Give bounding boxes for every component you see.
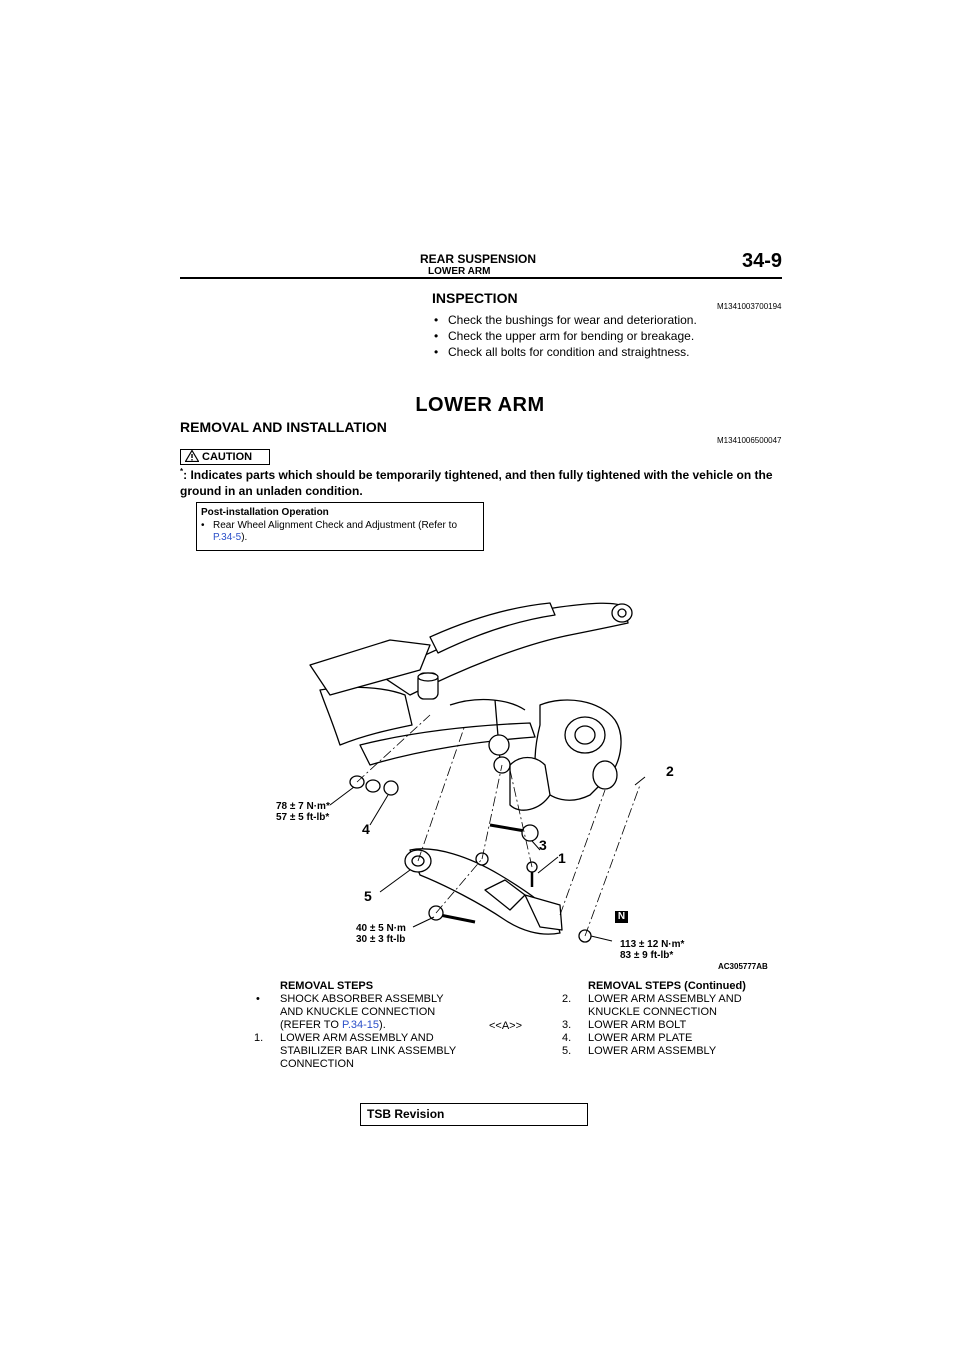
torque-label-2: 40 ± 5 N·m 30 ± 3 ft-lb (356, 923, 406, 945)
steps-heading-continued: REMOVAL STEPS (Continued) (588, 980, 746, 992)
lower-arm-diagram (309, 602, 646, 943)
caution-note: *: Indicates parts which should be tempo… (180, 464, 780, 499)
torque-label-3: 113 ± 12 N·m* 83 ± 9 ft-lb* (620, 939, 684, 961)
post-item-end: ). (241, 532, 248, 543)
step-line: LOWER ARM PLATE (588, 1032, 693, 1044)
torque-label-1: 78 ± 7 N·m* 57 ± 5 ft-lb* (276, 801, 330, 823)
list-item: Check the bushings for wear and deterior… (432, 312, 782, 328)
note-text: : Indicates parts which should be tempor… (180, 468, 773, 498)
post-installation-box: Post-installation Operation • Rear Wheel … (196, 502, 484, 551)
bullet-line: AND KNUCKLE CONNECTION (280, 1006, 436, 1018)
list-item: 5. LOWER ARM ASSEMBLY (562, 1045, 782, 1058)
step-number: 3. (562, 1019, 572, 1031)
step-number: 5. (562, 1045, 572, 1057)
torque-3-imperial: 83 ± 9 ft-lb* (620, 950, 674, 961)
step-number: 2. (562, 993, 572, 1005)
list-item: Check all bolts for condition and straig… (432, 344, 782, 360)
header-rule (180, 277, 782, 279)
removal-heading: REMOVAL AND INSTALLATION (180, 419, 387, 435)
step-number: 4. (562, 1032, 572, 1044)
step-line: LOWER ARM ASSEMBLY (588, 1045, 717, 1057)
list-item: 2. LOWER ARM ASSEMBLY AND KNUCKLE CONNEC… (562, 993, 782, 1019)
list-item: 3. LOWER ARM BOLT (562, 1019, 782, 1032)
post-installation-title: Post-installation Operation (201, 507, 329, 518)
tsb-revision-box: TSB Revision (360, 1103, 588, 1126)
tsb-revision-label: TSB Revision (367, 1107, 445, 1121)
page-number: 34-9 (742, 250, 783, 272)
step-mark: <<A>> (489, 1020, 523, 1032)
step-line: LOWER ARM ASSEMBLY AND (280, 1032, 434, 1044)
removal-steps-left: REMOVAL STEPS • SHOCK ABSORBER ASSEMBLY … (254, 980, 484, 1080)
post-installation-item: • Rear Wheel Alignment Check and Adjustme… (201, 520, 477, 544)
bullet-end: ). (379, 1019, 386, 1031)
bullet-line: SHOCK ABSORBER ASSEMBLY (280, 993, 444, 1005)
list-item: 4. LOWER ARM PLATE (562, 1032, 782, 1045)
removal-code: M1341006500047 (717, 436, 782, 445)
torque-2-imperial: 30 ± 3 ft-lb (356, 934, 406, 945)
page-title: LOWER ARM (415, 394, 545, 416)
figure-code: AC305777AB (718, 962, 768, 971)
list-item: Check the upper arm for bending or break… (432, 328, 782, 344)
reference-link[interactable]: P.34-15 (341, 1019, 380, 1031)
callout-1: 1 (558, 850, 566, 866)
callout-4: 4 (362, 821, 370, 837)
n-mark-icon: N (615, 911, 628, 923)
subsection-title: LOWER ARM (428, 266, 491, 277)
step-line: LOWER ARM ASSEMBLY AND (588, 993, 742, 1005)
caution-label: CAUTION (202, 451, 253, 463)
bullet-line: (REFER TO (280, 1019, 342, 1031)
torque-1-imperial: 57 ± 5 ft-lb* (276, 812, 330, 823)
callout-2: 2 (666, 763, 674, 779)
torque-3-metric: 113 ± 12 N·m* (620, 939, 685, 950)
reference-link[interactable]: P.34-5 (213, 532, 242, 543)
callout-3: 3 (539, 837, 547, 853)
inspection-list: Check the bushings for wear and deterior… (432, 312, 782, 360)
post-item-text: Rear Wheel Alignment Check and Adjustmen… (213, 520, 458, 531)
step-number: 1. (254, 1032, 264, 1044)
steps-heading: REMOVAL STEPS (280, 980, 374, 992)
callout-5: 5 (364, 888, 372, 904)
step-line: STABILIZER BAR LINK ASSEMBLY (280, 1045, 457, 1057)
torque-2-metric: 40 ± 5 N·m (356, 923, 406, 934)
step-line: LOWER ARM BOLT (588, 1019, 687, 1031)
torque-1-metric: 78 ± 7 N·m* (276, 801, 330, 812)
step-line: CONNECTION (280, 1058, 354, 1070)
note-star: * (180, 467, 184, 476)
warning-icon (185, 450, 199, 462)
caution-badge: CAUTION (180, 449, 270, 465)
step-line: KNUCKLE CONNECTION (588, 1006, 717, 1018)
list-item: • SHOCK ABSORBER ASSEMBLY AND KNUCKLE CO… (254, 993, 484, 1032)
section-title: REAR SUSPENSION (420, 252, 537, 266)
removal-steps-right: REMOVAL STEPS (Continued) 2. LOWER ARM A… (562, 980, 782, 1070)
inspection-heading: INSPECTION (432, 290, 518, 306)
bullet-icon: • (201, 520, 205, 531)
inspection-code: M1341003700194 (717, 302, 782, 311)
bullet-icon: • (256, 993, 260, 1005)
list-item: 1. LOWER ARM ASSEMBLY AND STABILIZER BAR… (254, 1032, 484, 1071)
